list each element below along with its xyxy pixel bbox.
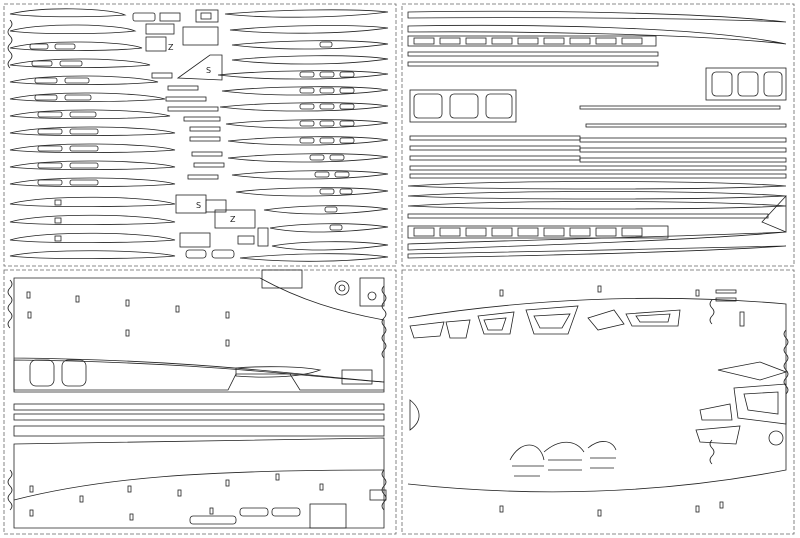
part-label-s-lower: S [206,66,211,75]
rib [224,9,389,18]
rib [231,55,389,65]
slots-4 [499,285,724,517]
sheet-1-border [3,3,397,267]
part-label-z-upper: Z [168,43,174,52]
wavy-edge-left-4 [709,299,715,325]
part-label-z-lower: Z [230,215,236,224]
rib-column-left [9,8,176,260]
fuselage-skin-outline [407,297,787,493]
canopy-frames [509,441,617,477]
skin-lower [13,437,385,529]
wavy-edge-left-2 [7,469,13,511]
rib [227,136,389,146]
rib [9,41,143,52]
rib [269,223,389,233]
spar-strip [407,35,657,47]
rib [235,187,389,197]
slots [26,291,324,521]
rib [227,153,389,163]
sheet-4-border [401,269,795,535]
rib [9,143,176,154]
frame-outline [13,358,384,391]
sheet-2 [401,3,795,267]
rib [9,214,176,226]
part-label-s-mid: S [196,201,201,210]
stringers [407,105,787,259]
rib-column-right [217,9,389,262]
sheet-3 [3,269,397,535]
rib [231,40,389,50]
rib [9,232,176,244]
skin-upper-inner [13,359,385,393]
rib [231,170,389,180]
wavy-edge-left-4b [709,439,715,465]
long-spar-2 [407,24,787,45]
small-parts-middle [132,9,269,259]
rib [9,75,159,86]
rib [9,24,137,35]
sheet-1-wavy-edge [7,19,13,69]
sheet-3-border [3,269,397,535]
rib [217,70,389,80]
rib [9,250,176,260]
rib [9,92,166,103]
sheet-1: Z S Z S [3,3,397,267]
rib [9,126,176,137]
rib [239,253,389,262]
rib [225,119,389,129]
wavy-edge-right [381,285,387,359]
rib [219,102,389,112]
rib [221,86,389,96]
rib [271,241,389,251]
rib [9,58,151,69]
long-spar-top [407,10,787,23]
former-box [409,67,787,123]
wavy-edge-left [7,279,13,329]
rib [9,109,171,120]
rib [9,160,176,171]
rib [9,8,127,18]
rib [263,205,389,215]
fuselage-formers [409,289,788,446]
sheet-4 [401,269,795,535]
sheet-2-border [401,3,795,267]
rib [229,25,389,34]
rib [9,196,176,208]
rib [9,177,176,188]
